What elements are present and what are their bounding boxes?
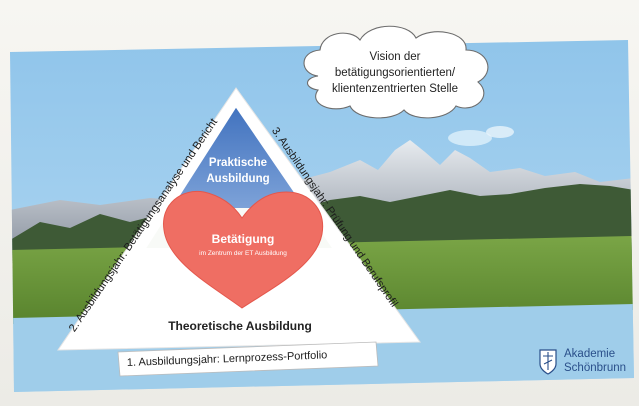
heart-title: Betätigung xyxy=(212,232,275,246)
vision-cloud xyxy=(303,25,489,119)
activity-heart xyxy=(163,190,324,309)
theoretical-training-label: Theoretische Ausbildung xyxy=(168,319,312,333)
cloud-line-1: Vision der xyxy=(370,51,421,63)
practical-training-line-1: Praktische xyxy=(209,157,267,169)
logo-line-1: Akademie xyxy=(564,348,615,360)
crest-icon xyxy=(539,349,557,375)
academy-logo xyxy=(539,349,557,375)
heart-subtitle: im Zentrum der ET Ausbildung xyxy=(199,250,287,257)
practical-training-line-2: Ausbildung xyxy=(206,173,269,185)
logo-line-2: Schönbrunn xyxy=(564,362,626,374)
cloud-line-3: klientenzentrierten Stelle xyxy=(332,83,458,95)
cloud-line-2: betätigungsorientierten/ xyxy=(335,67,456,79)
first-year-box xyxy=(117,341,379,377)
